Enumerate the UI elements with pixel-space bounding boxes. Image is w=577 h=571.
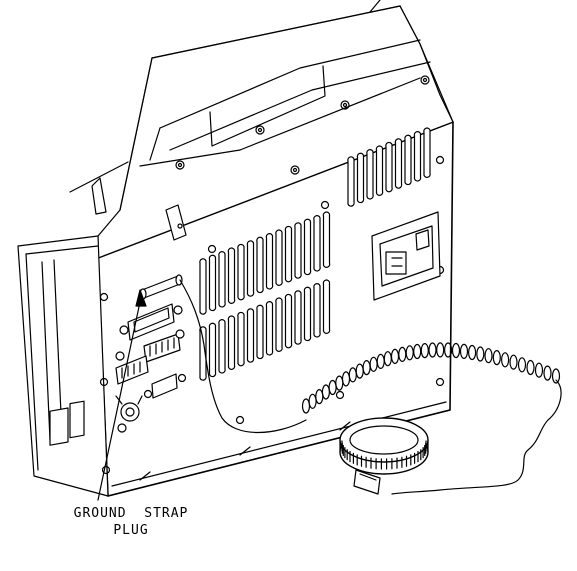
- coil-loop: [551, 368, 561, 384]
- coil-loop: [383, 351, 392, 367]
- coil-loop: [341, 371, 351, 387]
- vent-slot: [256, 304, 264, 360]
- coil-loop: [390, 348, 400, 364]
- vent-slot: [256, 236, 264, 294]
- coil-loop: [348, 367, 357, 383]
- coil-loop: [451, 342, 461, 359]
- coil-loop: [543, 365, 552, 381]
- coil-loop: [420, 343, 429, 359]
- coil-loop: [436, 342, 445, 358]
- coil-loop: [301, 398, 311, 414]
- vent-slot: [218, 251, 226, 308]
- vent-slot: [208, 322, 217, 378]
- coil-loop: [517, 357, 527, 373]
- coil-loop: [428, 342, 437, 358]
- vent-slot: [275, 229, 283, 286]
- vent-slot: [218, 319, 226, 374]
- vent-slot: [284, 225, 293, 283]
- vent-slot: [237, 243, 245, 301]
- coil-loop: [526, 359, 535, 376]
- vent-slot: [265, 233, 274, 290]
- coil-loop: [459, 343, 469, 359]
- coil-loop: [534, 362, 544, 378]
- vent-slot: [208, 254, 217, 312]
- coil-loop: [405, 345, 414, 361]
- coil-loop: [492, 350, 501, 366]
- vent-slot: [375, 145, 384, 196]
- coil-loop: [308, 393, 317, 409]
- vent-slot: [423, 127, 431, 178]
- coil-loop: [484, 348, 493, 364]
- vent-slot: [227, 247, 236, 304]
- ground-strap: [179, 279, 562, 495]
- coil-loop: [328, 379, 337, 396]
- connector-panel: [115, 274, 187, 433]
- vent-grille-large: [199, 211, 331, 381]
- vent-slot: [284, 293, 293, 349]
- callout-label-line1: GROUND STRAP: [73, 506, 189, 521]
- vent-slot: [275, 297, 283, 352]
- coil-loop: [413, 343, 422, 360]
- vent-slot: [246, 308, 255, 363]
- coil-loop: [468, 344, 477, 361]
- coil-loop: [501, 352, 510, 368]
- vent-slot: [303, 218, 312, 276]
- vent-slot: [294, 222, 302, 279]
- vent-slot: [356, 152, 365, 204]
- callout-arrow: [97, 289, 147, 501]
- vent-slot: [413, 131, 422, 182]
- coil-loop: [398, 346, 407, 362]
- coil-loop: [321, 384, 330, 400]
- ground-strap-plug-icon: [139, 274, 183, 300]
- vent-slot: [199, 258, 207, 315]
- coil-loop: [476, 346, 485, 362]
- coil-loop: [369, 356, 378, 372]
- vent-slot: [265, 301, 274, 356]
- coil-loop: [376, 353, 385, 369]
- coiled-cord: [301, 342, 561, 414]
- wrist-band-icon: [339, 417, 429, 495]
- vent-slot: [294, 290, 302, 345]
- vent-slot: [322, 211, 331, 268]
- vent-slot: [313, 215, 321, 272]
- vent-slot: [246, 240, 255, 297]
- coil-loop: [444, 342, 453, 358]
- vent-slot: [303, 286, 312, 342]
- coil-loop: [335, 375, 344, 391]
- coil-loop: [362, 360, 371, 376]
- power-entry-module: [371, 211, 441, 301]
- vent-slot: [313, 283, 321, 338]
- vent-slot: [404, 134, 412, 186]
- callout-label-line2: PLUG: [113, 523, 149, 538]
- vent-slot: [322, 279, 331, 334]
- vent-slot: [394, 138, 403, 189]
- vent-slot: [347, 156, 355, 207]
- vent-slot: [227, 315, 236, 370]
- coil-loop: [509, 354, 518, 370]
- vent-slot: [385, 141, 393, 193]
- rear-panel: [99, 155, 445, 475]
- vent-slot: [237, 311, 245, 367]
- vent-slot: [366, 149, 374, 200]
- chassis: [17, 0, 454, 497]
- coil-loop: [315, 389, 324, 405]
- vent-grille-upper: [347, 127, 431, 207]
- coil-loop: [355, 363, 364, 379]
